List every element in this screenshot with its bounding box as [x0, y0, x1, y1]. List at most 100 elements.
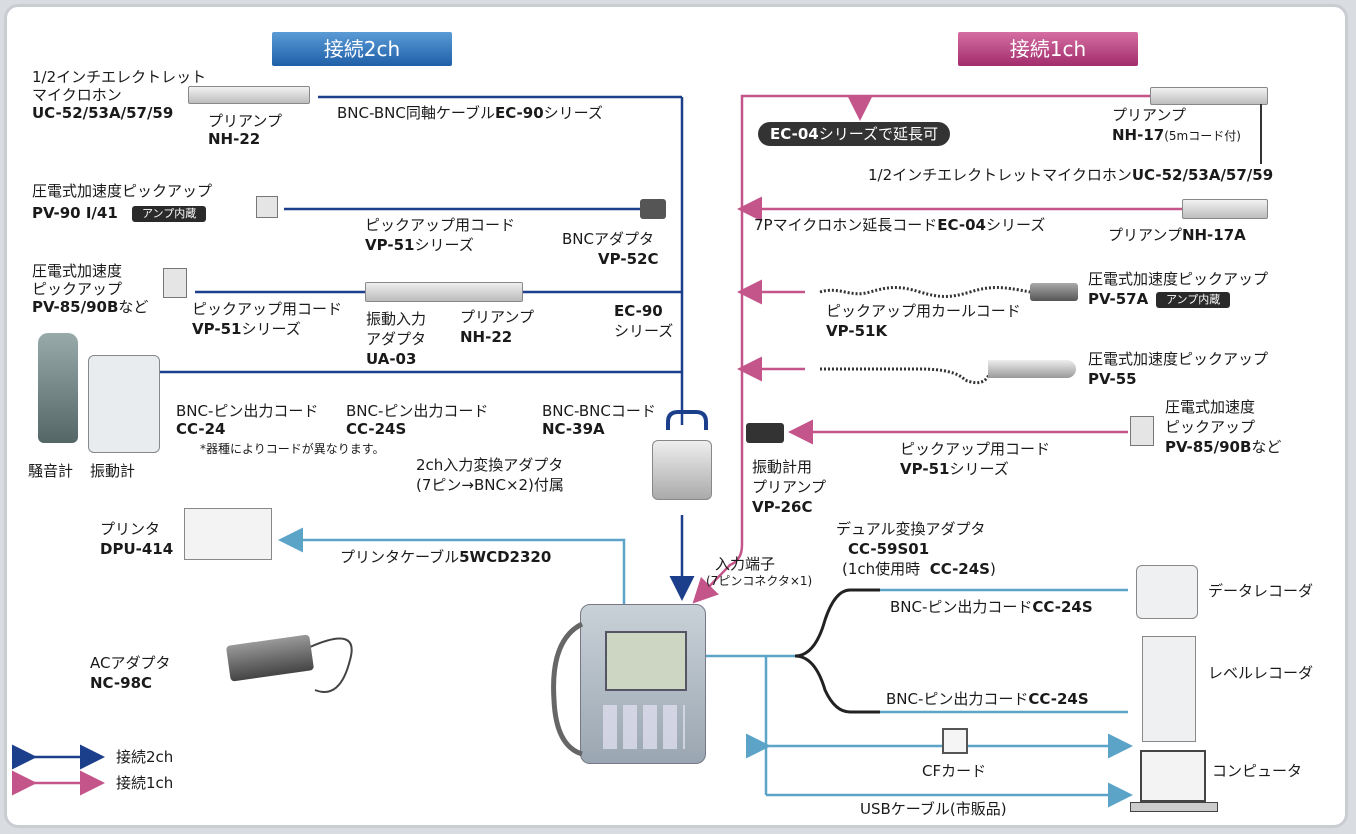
preamp-nh22-model: NH-22	[208, 130, 261, 148]
dual-adapter-note: (1ch使用時 CC-24S)	[842, 560, 996, 578]
pickup-cord1-model: VP-51シリーズ	[365, 236, 474, 254]
ec90-model: EC-90	[614, 302, 663, 320]
bnc-pin-b-label: BNC-ピン出力コードCC-24S	[886, 690, 1089, 708]
bnc-bnc-label: BNC-BNCコード	[542, 402, 656, 420]
piezo-pv85-model: PV-85/90Bなど	[32, 298, 149, 316]
note-text: *器種によりコードが異なります。	[200, 442, 385, 456]
pickup-cord2-model: VP-51シリーズ	[192, 320, 301, 338]
ec90-suffix: シリーズ	[614, 322, 674, 340]
curl-cord-model: VP-51K	[826, 322, 888, 340]
ch2-lines	[160, 95, 708, 601]
printer-model: DPU-414	[100, 540, 174, 558]
input-terminal-note: (7ピンコネクタ×1)	[706, 574, 813, 588]
ch1-trunk	[692, 94, 1150, 604]
curl-cord-label: ピックアップ用カールコード	[826, 302, 1021, 320]
pv55-shape	[988, 360, 1076, 378]
vib-adapter-line1: 振動入力	[366, 310, 427, 328]
bnc-adapter-model: VP-52C	[598, 250, 659, 268]
ec04-extension-pill: EC-04シリーズで延長可	[758, 122, 950, 146]
pv85-right-shape	[1130, 416, 1154, 446]
sound-meter-shape	[38, 333, 78, 443]
right-cord-model: VP-51シリーズ	[900, 460, 1009, 478]
amp-tag-right: アンプ内蔵	[1156, 292, 1231, 308]
computer-label: コンピュータ	[1212, 762, 1303, 780]
vib-adapter-line2: アダプタ	[366, 330, 427, 348]
pv85-right-model: PV-85/90Bなど	[1165, 438, 1282, 456]
pv55-cord	[820, 367, 992, 385]
curl-cord	[819, 286, 1031, 298]
vp26c-line1: 振動計用	[752, 458, 813, 476]
printer-shape	[184, 508, 272, 560]
preamp-nh17-shape	[1150, 87, 1268, 105]
legend-ch1: 接続1ch	[116, 774, 174, 792]
dual-adapter-label: デュアル変換アダプタ	[836, 520, 986, 538]
analyzer-screen	[605, 631, 687, 691]
data-recorder-shape	[1136, 565, 1198, 619]
data-recorder-label: データレコーダ	[1208, 582, 1314, 600]
printer-label: プリンタ	[100, 520, 161, 538]
preamp-nh17a-label: プリアンプNH-17A	[1108, 226, 1246, 244]
pv57a-shape	[1030, 283, 1078, 301]
piezo-pv90-label: 圧電式加速度ピックアップ	[32, 182, 213, 200]
pv85-right-line2: ピックアップ	[1165, 418, 1256, 436]
amp-tag-left: アンプ内蔵	[132, 206, 207, 222]
analyzer-strap	[551, 621, 584, 757]
preamp-nh22-label: プリアンプ	[208, 112, 282, 130]
main-analyzer	[580, 604, 706, 764]
level-recorder-label: レベルレコーダ	[1208, 664, 1314, 682]
header-ch1: 接続1ch	[958, 32, 1138, 66]
conversion-adapter-shape	[652, 440, 712, 500]
usb-cable-label: USBケーブル(市販品)	[860, 800, 1007, 818]
computer-keyboard-shape	[1130, 802, 1218, 812]
bnc-adapter-label: BNCアダプタ	[562, 230, 654, 248]
bnc-pin-a-label: BNC-ピン出力コードCC-24S	[890, 598, 1093, 616]
ch1-lines	[692, 94, 1182, 604]
mic-left-line1: 1/2インチエレクトレット	[32, 68, 207, 86]
cf-card-shape	[942, 728, 968, 754]
legend-ch2: 接続2ch	[116, 748, 174, 766]
analyzer-keys	[603, 705, 685, 749]
conversion-adapter-line2: (7ピン→BNC×2)付属	[416, 476, 564, 494]
dual-cable-upper	[794, 588, 880, 658]
vibration-meter-shape	[88, 355, 160, 453]
nh17-cord	[1260, 104, 1262, 164]
vp26c-shape	[746, 423, 784, 443]
printer-cable-label: プリンタケーブル5WCD2320	[340, 548, 552, 566]
conversion-adapter-line1: 2ch入力変換アダプタ	[416, 456, 564, 474]
ac-adapter-label: ACアダプタ	[90, 654, 171, 672]
bnc-bnc-model: NC-39A	[542, 420, 605, 438]
mic-left-line2: マイクロホン	[32, 86, 122, 104]
piezo-pv90-shape	[256, 196, 278, 218]
dual-adapter-model: CC-59S01	[848, 540, 930, 558]
vib-adapter-model: UA-03	[366, 350, 417, 368]
microphone-preamp-nh22	[188, 86, 310, 104]
computer-shape	[1140, 750, 1206, 802]
ac-adapter-model: NC-98C	[90, 674, 153, 692]
piezo-pv85-line2: ピックアップ	[32, 280, 123, 298]
sound-meter-label: 騒音計	[28, 462, 74, 480]
piezo-pv85-line1: 圧電式加速度	[32, 262, 123, 280]
vib-adapter-preamp-shape	[365, 282, 523, 302]
ch2-bnc-loop	[666, 410, 708, 430]
pickup-cord1-label: ピックアップ用コード	[365, 216, 516, 234]
pv55-model: PV-55	[1088, 370, 1137, 388]
bnc-adapter-shape	[640, 199, 666, 219]
pv57a-model: PV-57A	[1088, 290, 1149, 308]
piezo-pv90-model: PV-90 I/41	[32, 204, 118, 222]
bnc-cable-ec90: BNC-BNC同軸ケーブルEC-90シリーズ	[337, 104, 603, 122]
preamp-nh17-model: NH-17(5mコード付)	[1112, 126, 1241, 144]
header-ch2: 接続2ch	[272, 32, 452, 66]
right-cord-label: ピックアップ用コード	[900, 440, 1051, 458]
bnc-pin1-label: BNC-ピン出力コード	[176, 402, 319, 420]
vp26c-line2: プリアンプ	[752, 478, 826, 496]
bnc-pin2-label: BNC-ピン出力コード	[346, 402, 489, 420]
pv55-label: 圧電式加速度ピックアップ	[1088, 350, 1269, 368]
preamp2-label: プリアンプ	[460, 308, 534, 326]
preamp-nh17-label: プリアンプ	[1112, 106, 1186, 124]
ext-cord-label: 7Pマイクロホン延長コードEC-04シリーズ	[754, 216, 1046, 234]
mic-left-model: UC-52/53A/57/59	[32, 104, 174, 122]
pv57a-label: 圧電式加速度ピックアップ	[1088, 270, 1269, 288]
preamp2-model: NH-22	[460, 328, 513, 346]
piezo-pv85-shape	[163, 268, 187, 298]
